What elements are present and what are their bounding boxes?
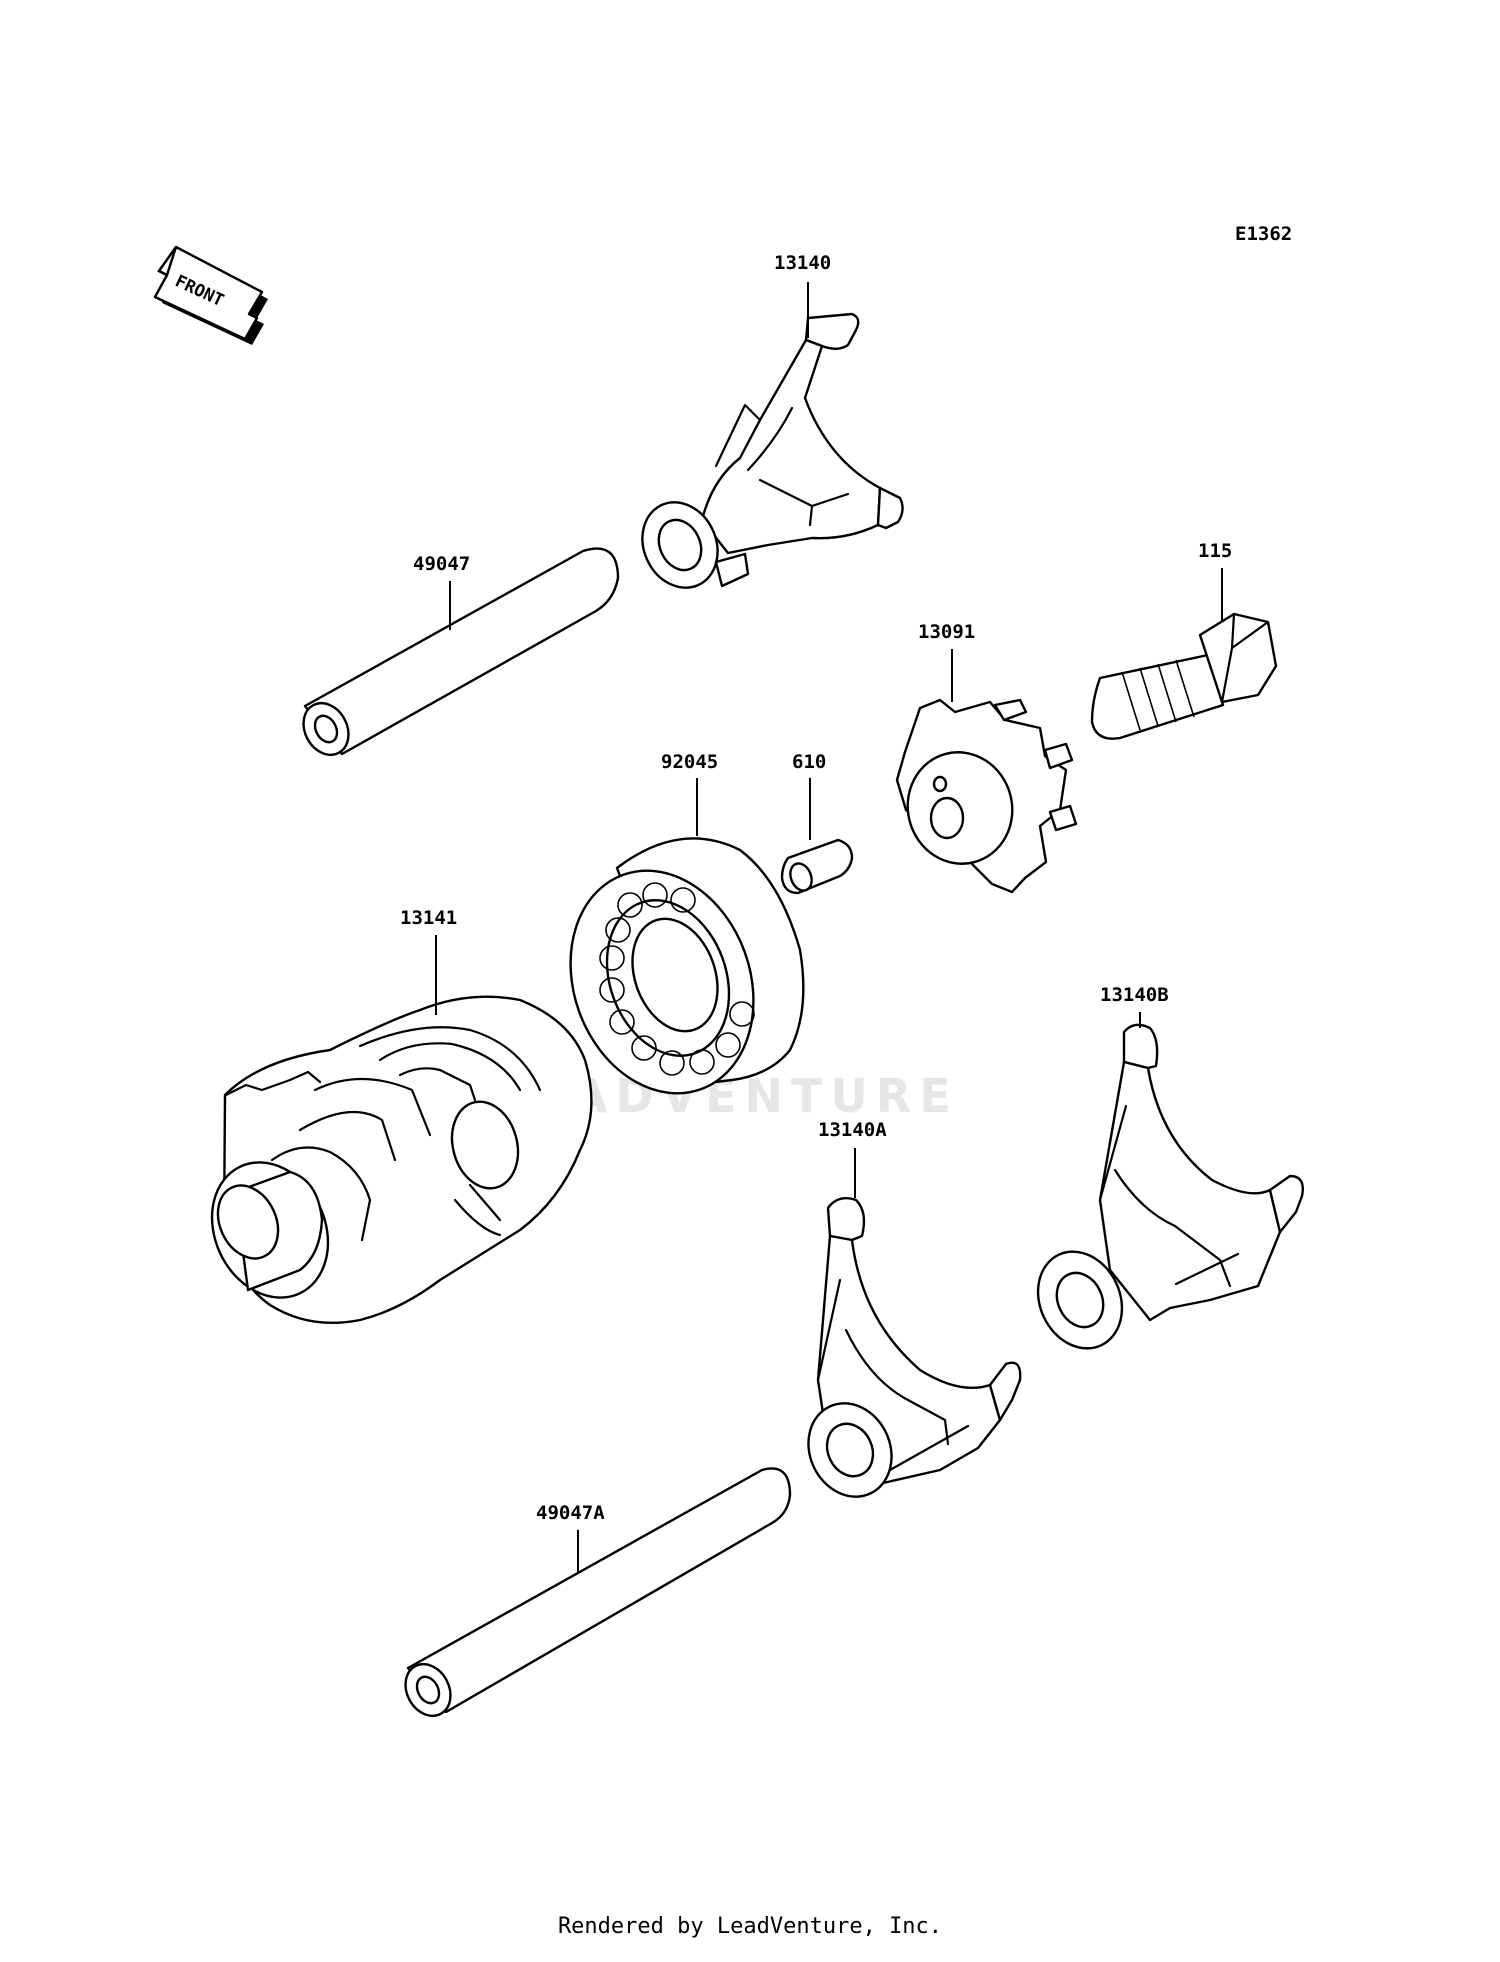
leader-lines — [435, 282, 1223, 1572]
front-arrow-icon: FRONT — [153, 245, 268, 345]
shaft-49047A — [404, 1467, 792, 1717]
label-92045: 92045 — [661, 751, 718, 773]
footer-credit: Rendered by LeadVenture, Inc. — [557, 1914, 943, 1939]
star-cam-13091 — [895, 698, 1078, 894]
label-13140: 13140 — [774, 252, 831, 274]
shift-drum-13141 — [210, 995, 593, 1325]
label-115: 115 — [1198, 540, 1232, 562]
shift-fork-13140 — [641, 312, 904, 589]
bearing-92045 — [569, 837, 805, 1095]
diagram-code: E1362 — [1235, 223, 1292, 245]
label-13091: 13091 — [918, 621, 975, 643]
label-610: 610 — [792, 751, 826, 773]
bolt-115 — [1090, 612, 1278, 740]
shaft-49047 — [302, 547, 620, 756]
label-13141: 13141 — [400, 907, 457, 929]
shift-fork-13140A — [807, 1197, 1022, 1498]
label-13140A: 13140A — [818, 1119, 887, 1141]
label-49047: 49047 — [413, 553, 470, 575]
dowel-pin-610 — [780, 838, 854, 895]
label-13140B: 13140B — [1100, 984, 1169, 1006]
label-49047A: 49047A — [536, 1502, 605, 1524]
shift-fork-13140B — [1036, 1023, 1304, 1350]
bearing-balls — [599, 882, 755, 1076]
